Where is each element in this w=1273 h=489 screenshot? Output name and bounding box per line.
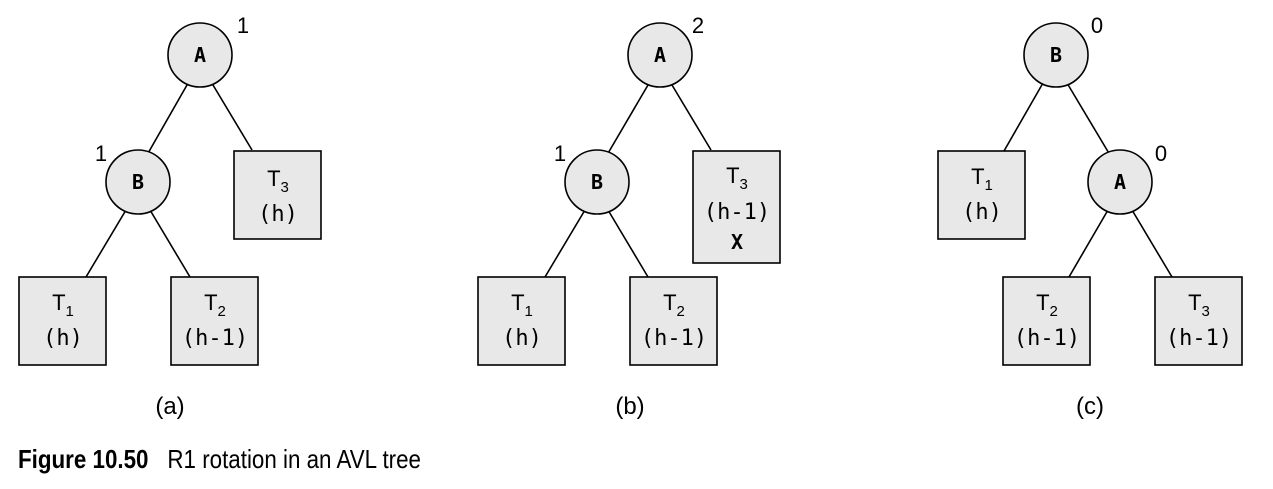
node-a-balance: 2 (692, 13, 704, 38)
subtree-t2-name: T2 (1036, 290, 1058, 320)
node-a-balance: 0 (1155, 141, 1167, 166)
node-b-balance: 0 (1091, 13, 1103, 38)
subtree-t1-name: T1 (971, 164, 993, 194)
insertion-mark: X (731, 230, 743, 254)
subtree-t1-name: T1 (511, 290, 533, 320)
figure-caption-text: R1 rotation in an AVL tree (167, 444, 421, 474)
subtree-t3-name: T3 (726, 163, 748, 193)
node-b (105, 149, 171, 215)
node-a (1087, 149, 1153, 215)
node-b-label: B (132, 170, 144, 194)
node-b (1023, 22, 1089, 88)
panel-b: A 2 B 1 T3 (h-1) X T1 (h) T2 (h-1) (b) (477, 13, 781, 420)
subtree-t3-height: (h-1) (704, 200, 770, 225)
figure-number: Figure 10.50 (18, 444, 149, 474)
subtree-t3-height: (h) (258, 202, 298, 227)
edge-b-to-t2 (607, 209, 649, 278)
subtree-t2-height: (h-1) (641, 326, 707, 351)
diagram-canvas: A 1 B 1 T3 (h) T1 (h) T2 (h-1) (a) A 2 B… (18, 13, 1243, 420)
edge-a-to-t2 (1068, 209, 1109, 278)
subtree-t2-height: (h-1) (182, 326, 248, 351)
subtree-t1 (18, 276, 107, 366)
panel-b-label: (b) (615, 393, 644, 420)
subtree-t1-height: (h) (502, 326, 542, 351)
subtree-t2 (1002, 276, 1091, 366)
subtree-t1-name: T1 (52, 290, 74, 320)
node-b-balance: 1 (554, 141, 566, 166)
figure-caption: Figure 10.50 R1 rotation in an AVL tree (18, 444, 421, 475)
subtree-t1 (937, 150, 1026, 240)
subtree-t2-name: T2 (204, 290, 226, 320)
subtree-t1-height: (h) (962, 200, 1002, 225)
edge-a-to-t3 (1131, 209, 1173, 278)
node-a-label: A (194, 43, 206, 67)
subtree-t3 (692, 150, 781, 264)
edge-b-to-t2 (149, 209, 191, 278)
subtree-t1-height: (h) (43, 326, 83, 351)
subtree-t3-height: (h-1) (1166, 326, 1232, 351)
subtree-t3-name: T3 (1188, 290, 1210, 320)
subtree-t2-name: T2 (663, 290, 685, 320)
edge-a-to-b (146, 84, 188, 156)
node-a (627, 22, 693, 88)
panel-c: B 0 A 0 T1 (h) T2 (h-1) T3 (h-1) (c) (937, 13, 1243, 420)
subtree-t2 (170, 276, 259, 366)
node-a-balance: 1 (237, 13, 249, 38)
subtree-t2-height: (h-1) (1014, 326, 1080, 351)
node-b-label: B (1050, 43, 1062, 67)
subtree-t2 (629, 276, 718, 366)
subtree-t3 (233, 150, 322, 240)
node-a (167, 22, 233, 88)
edge-a-to-t3 (212, 84, 253, 151)
node-a-label: A (654, 43, 666, 67)
panel-c-label: (c) (1076, 393, 1104, 420)
node-b-label: B (591, 170, 603, 194)
node-b-balance: 1 (95, 141, 107, 166)
subtree-t1 (477, 276, 566, 366)
edge-b-to-t1 (1003, 82, 1044, 152)
edge-a-to-b (606, 84, 649, 156)
subtree-t3 (1154, 276, 1243, 366)
edge-a-to-t3 (671, 84, 712, 151)
panel-a-label: (a) (155, 393, 184, 420)
edge-b-to-t1 (544, 209, 586, 278)
panel-a: A 1 B 1 T3 (h) T1 (h) T2 (h-1) (a) (18, 13, 322, 420)
subtree-t3-name: T3 (267, 166, 289, 196)
edge-b-to-a (1066, 82, 1111, 156)
node-b (564, 149, 630, 215)
edge-b-to-t1 (85, 209, 127, 278)
node-a-label: A (1114, 170, 1126, 194)
